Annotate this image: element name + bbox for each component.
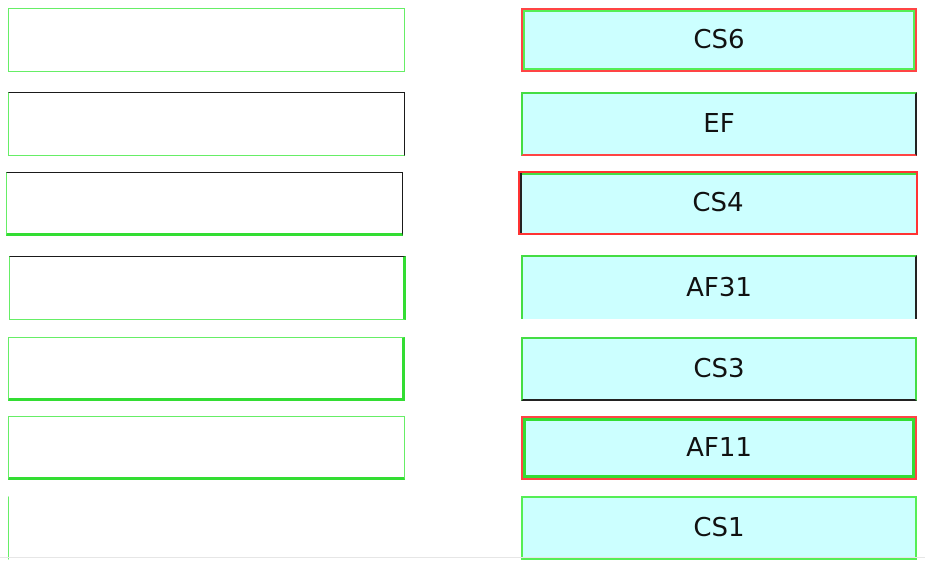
drop-target-2[interactable] <box>8 92 405 156</box>
bottom-divider <box>0 557 925 558</box>
option-label: CS6 <box>693 25 745 55</box>
option-label: AF31 <box>686 273 752 303</box>
option-label: EF <box>703 109 735 139</box>
drop-target-5[interactable] <box>8 337 405 401</box>
drop-target-7[interactable] <box>8 496 405 560</box>
drop-target-3[interactable] <box>6 172 403 236</box>
option-label: CS1 <box>693 513 745 543</box>
option-label: CS3 <box>693 354 745 384</box>
option-tile-af31[interactable]: AF31 <box>521 255 917 319</box>
option-label: AF11 <box>686 433 752 463</box>
option-tile-cs1[interactable]: CS1 <box>521 496 917 560</box>
option-tile-cs4[interactable]: CS4 <box>518 171 918 235</box>
option-tile-af11[interactable]: AF11 <box>521 416 917 480</box>
option-label: CS4 <box>692 188 744 218</box>
drop-target-1[interactable] <box>8 8 405 72</box>
drop-target-6[interactable] <box>8 416 405 480</box>
option-tile-ef[interactable]: EF <box>521 92 917 156</box>
drop-target-4[interactable] <box>9 256 406 320</box>
option-tile-cs3[interactable]: CS3 <box>521 337 917 401</box>
option-tile-cs6[interactable]: CS6 <box>521 8 917 72</box>
